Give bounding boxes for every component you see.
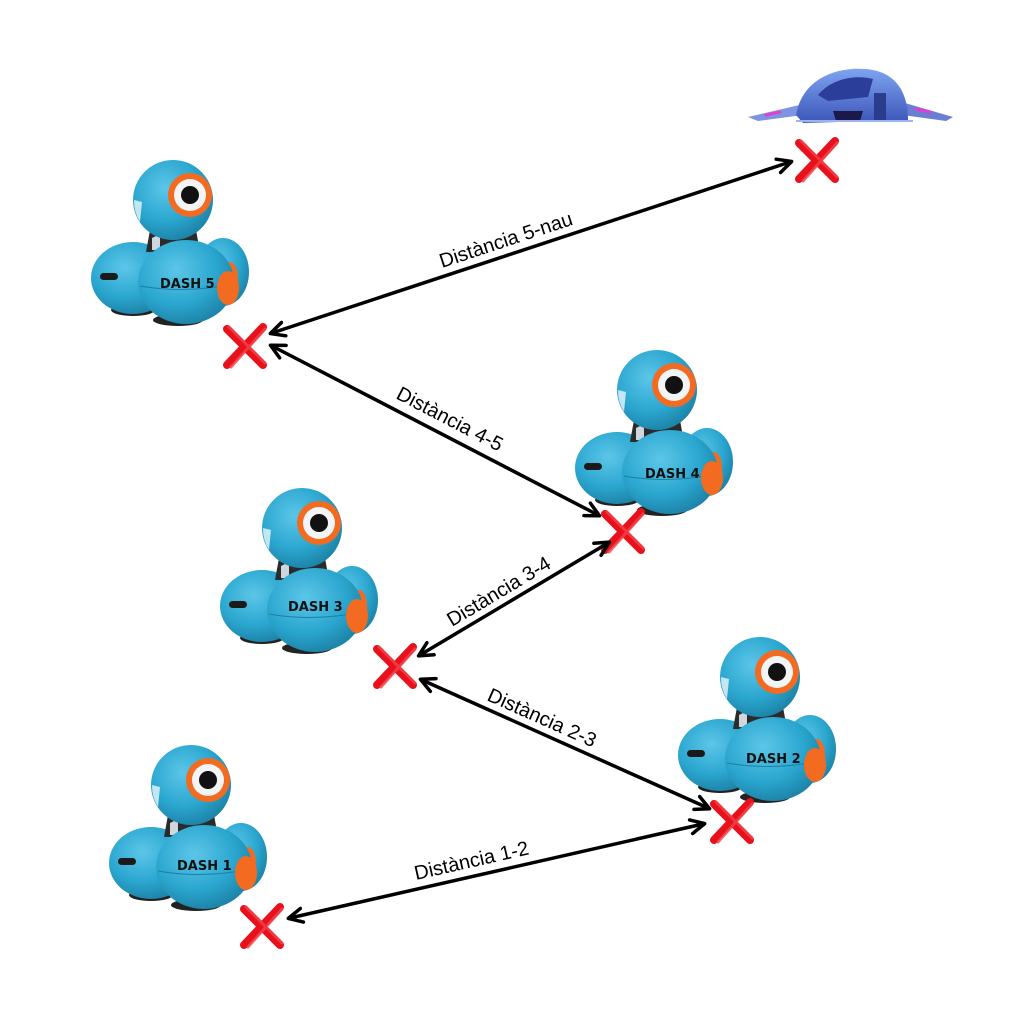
robot-dash-4: DASH 4 (574, 349, 734, 517)
robot-icon (108, 744, 268, 912)
cross-mark-icon (227, 327, 265, 367)
robot-icon (219, 487, 379, 655)
arrow-3-4 (416, 540, 612, 658)
distance-label-3-4: Distància 3-4 (443, 553, 555, 632)
arrow-5-nau (268, 157, 794, 338)
robot-label: DASH 2 (746, 752, 801, 767)
robot-label: DASH 5 (160, 277, 215, 292)
robot-dash-1: DASH 1 (108, 744, 268, 912)
robot-icon (90, 159, 250, 327)
robot-label: DASH 4 (645, 467, 700, 482)
robot-dash-2: DASH 2 (677, 636, 837, 804)
distance-label-4-5: Distància 4-5 (393, 383, 507, 456)
robot-label: DASH 3 (288, 600, 343, 615)
arrow-2-3 (418, 676, 712, 812)
robot-icon (677, 636, 837, 804)
arrow-1-2 (286, 818, 707, 924)
robot-dash-5: DASH 5 (90, 159, 250, 327)
arrow-4-5 (268, 343, 602, 518)
cross-mark-icon (799, 141, 837, 181)
cross-mark-icon (605, 512, 643, 552)
distance-label-2-3: Distància 2-3 (484, 684, 600, 752)
robot-label: DASH 1 (177, 859, 232, 874)
spaceship-icon (748, 68, 953, 123)
cross-mark-icon (377, 647, 415, 687)
robot-dash-3: DASH 3 (219, 487, 379, 655)
robot-icon (574, 349, 734, 517)
cross-mark-icon (244, 907, 282, 947)
cross-mark-icon (714, 802, 752, 842)
